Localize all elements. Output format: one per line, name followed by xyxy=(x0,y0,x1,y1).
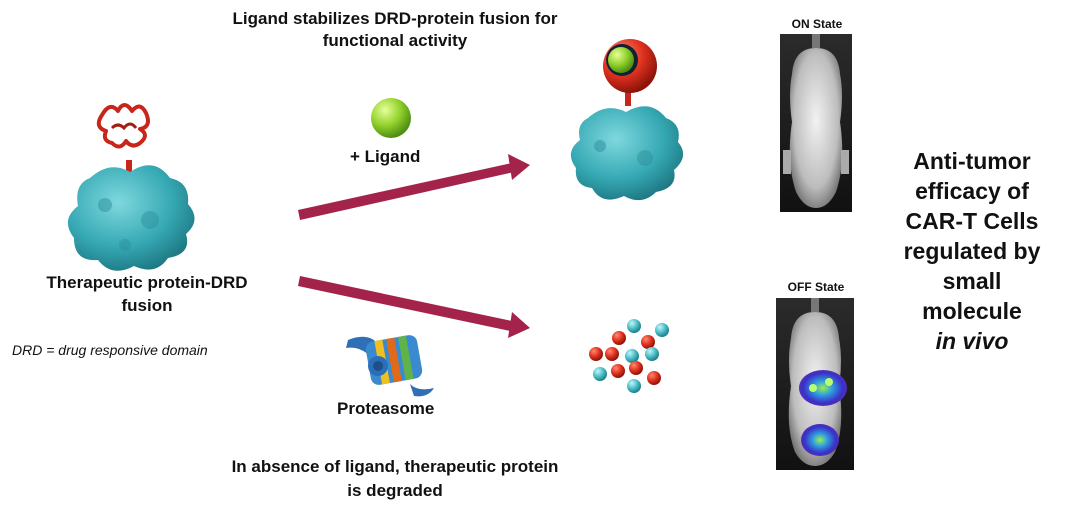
tumor-signal-lower xyxy=(801,424,839,456)
right-caption-line: efficacy of xyxy=(915,178,1029,204)
ligand-label: + Ligand xyxy=(350,147,421,166)
tumor-signal-upper xyxy=(799,370,847,406)
arrow-up xyxy=(298,154,530,220)
fusion-label: Therapeutic protein-DRD fusion xyxy=(46,273,248,315)
right-caption-line: regulated by xyxy=(903,238,1041,264)
ligand-icon xyxy=(371,98,411,138)
stabilized-complex-icon xyxy=(570,39,684,201)
bottom-caption: In absence of ligand, therapeutic protei… xyxy=(231,457,559,500)
on-state-label: ON State xyxy=(791,17,843,31)
right-caption-line: small xyxy=(942,268,1002,294)
degraded-fragments-icon xyxy=(589,319,669,393)
arrow-down xyxy=(298,276,530,338)
fusion-protein-icon xyxy=(67,103,195,271)
right-caption-line: CAR-T Cells xyxy=(905,208,1039,234)
off-state-mouse-image xyxy=(776,298,854,470)
top-caption: Ligand stabilizes DRD-protein fusion for… xyxy=(232,9,558,50)
right-caption-line-italic: in vivo xyxy=(935,328,1009,354)
drd-definition: DRD = drug responsive domain xyxy=(12,342,208,358)
off-state-label: OFF State xyxy=(787,280,845,294)
on-state-mouse-image xyxy=(780,34,852,212)
proteasome-label: Proteasome xyxy=(337,399,435,418)
right-caption: Anti-tumor efficacy of CAR-T Cells regul… xyxy=(882,146,1062,356)
right-caption-line: Anti-tumor xyxy=(913,148,1031,174)
proteasome-icon xyxy=(346,335,434,397)
right-caption-line: molecule xyxy=(922,298,1022,324)
